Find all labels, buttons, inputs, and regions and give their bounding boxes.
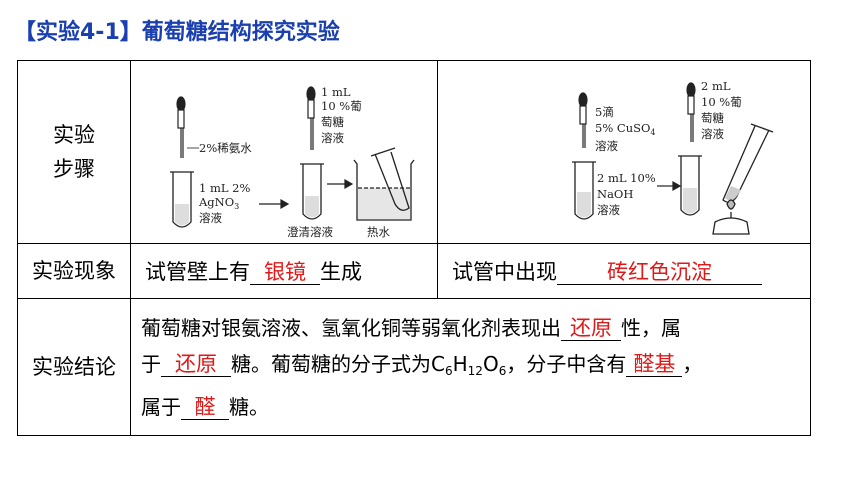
naoh-line3: 溶液 [597, 203, 620, 217]
test-tube-1 [170, 171, 194, 228]
conclusion-label: 实验结论 [17, 298, 131, 436]
test-tube-2b [678, 155, 702, 216]
naoh-line1: 2 mL 10% [597, 171, 656, 185]
conclusion-line3: 属于醛糖。 [141, 389, 800, 425]
dropper-1 [176, 96, 186, 158]
glucose-line4: 溶液 [701, 127, 724, 141]
conclusion-part4: 糖。葡萄糖的分子式为C [231, 351, 445, 376]
answer-blank-reducing-sugar: 还原 [161, 352, 231, 377]
cuso4-line2-sub: 4 [650, 128, 655, 137]
cuso4-line3: 溶液 [595, 139, 618, 153]
heated-tube [722, 123, 774, 203]
answer-blank-aldehyde-group: 醛基 [626, 352, 683, 377]
svg-text:5% CuSO4: 5% CuSO4 [595, 121, 656, 137]
conclusion-part3: 于 [141, 351, 161, 376]
formula-sub-c: 6 [444, 363, 453, 378]
phenomenon-label: 实验现象 [17, 243, 131, 299]
conclusion-text: 葡萄糖对银氨溶液、氢氧化铜等弱氧化剂表现出还原性，属 于还原糖。葡萄糖的分子式为… [130, 298, 811, 436]
steps-label-line1: 实验 [53, 123, 95, 147]
dropper2-line2: 10 %葡 [321, 99, 362, 113]
dropper2-line1: 1 mL [321, 85, 351, 99]
copper-hydroxide-figure: 5滴 5% CuSO4 溶液 2 mL 10% NaOH 溶液 [572, 79, 774, 235]
formula-sub-h: 12 [467, 363, 483, 378]
beaker-caption: 热水 [367, 225, 390, 239]
conclusion-line1: 葡萄糖对银氨溶液、氢氧化铜等弱氧化剂表现出还原性，属 [141, 310, 800, 346]
conclusion-part8: 糖。 [229, 394, 269, 419]
phenomenon-right-prefix: 试管中出现 [452, 260, 557, 284]
conclusion-part5: ，分子中含有 [506, 351, 627, 376]
conclusion-line2: 于还原糖。葡萄糖的分子式为C6H12O6，分子中含有醛基， [141, 346, 800, 389]
phenomenon-left-prefix: 试管壁上有 [145, 260, 250, 284]
steps-label-line2: 步骤 [53, 157, 95, 181]
dropper1-label: 2%稀氨水 [199, 141, 252, 155]
figure2-cell: 5滴 5% CuSO4 溶液 2 mL 10% NaOH 溶液 [437, 60, 811, 244]
dropper2-line3: 萄糖 [321, 115, 344, 129]
answer-blank-reducing: 还原 [561, 316, 621, 341]
answer-blank-silver-mirror: 银镜 [250, 260, 320, 285]
glucose-line2: 10 %葡 [701, 95, 742, 109]
tube1-line3: 溶液 [199, 211, 222, 225]
dropper-cuso4 [578, 92, 588, 148]
tube1-line2-sub: 3 [234, 202, 239, 211]
phenomenon-left-suffix: 生成 [320, 260, 362, 284]
conclusion-part2: 性，属 [621, 315, 681, 340]
conclusion-part7: 属于 [141, 394, 181, 419]
conclusion-row: 实验结论 葡萄糖对银氨溶液、氢氧化铜等弱氧化剂表现出还原性，属 于还原糖。葡萄糖… [17, 298, 811, 436]
answer-blank-precipitate: 砖红色沉淀 [557, 260, 762, 285]
tube1-line1: 1 mL 2% [199, 181, 250, 195]
svg-text:AgNO3: AgNO3 [198, 195, 239, 211]
dropper-glucose [686, 82, 696, 142]
glucose-line3: 萄糖 [701, 111, 724, 125]
formula-o: O [482, 351, 499, 376]
cuso4-line1: 5滴 [595, 105, 614, 119]
dropper2-line4: 溶液 [321, 131, 344, 145]
experiment-table: 实验 步骤 2%稀氨水 1 mL 2% [17, 60, 811, 436]
naoh-line2: NaOH [597, 187, 633, 201]
phenomenon-row: 实验现象 试管壁上有银镜生成 试管中出现砖红色沉淀 [17, 243, 811, 299]
test-tube-2 [300, 163, 324, 220]
arrow-1 [259, 198, 290, 210]
formula-sub-o: 6 [498, 363, 507, 378]
conclusion-part1: 葡萄糖对银氨溶液、氢氧化铜等弱氧化剂表现出 [141, 315, 561, 340]
cuso4-line2: 5% CuSO [595, 121, 650, 135]
conclusion-part6: ， [682, 351, 703, 376]
test-tube-naoh [572, 161, 596, 220]
phenomenon-left: 试管壁上有银镜生成 [130, 243, 438, 299]
tube1-line2: AgNO [198, 195, 234, 209]
silver-mirror-figure: 2%稀氨水 1 mL 2% AgNO3 溶液 [170, 85, 415, 239]
arrow-2 [327, 178, 354, 190]
tube2-caption: 澄清溶液 [287, 225, 333, 239]
arrow-3 [657, 180, 682, 192]
phenomenon-right: 试管中出现砖红色沉淀 [437, 243, 811, 299]
figure1-cell: 2%稀氨水 1 mL 2% AgNO3 溶液 [130, 60, 438, 244]
glucose-line1: 2 mL [701, 79, 731, 93]
hot-water-beaker [353, 147, 415, 221]
steps-row: 实验 步骤 2%稀氨水 1 mL 2% [17, 60, 811, 244]
formula-h: H [452, 351, 468, 376]
answer-blank-aldose: 醛 [181, 395, 229, 420]
alcohol-lamp [712, 199, 750, 235]
page-title: 【实验4-1】葡萄糖结构探究实验 [14, 20, 340, 45]
dropper-2 [306, 86, 316, 150]
steps-label: 实验 步骤 [17, 60, 131, 244]
